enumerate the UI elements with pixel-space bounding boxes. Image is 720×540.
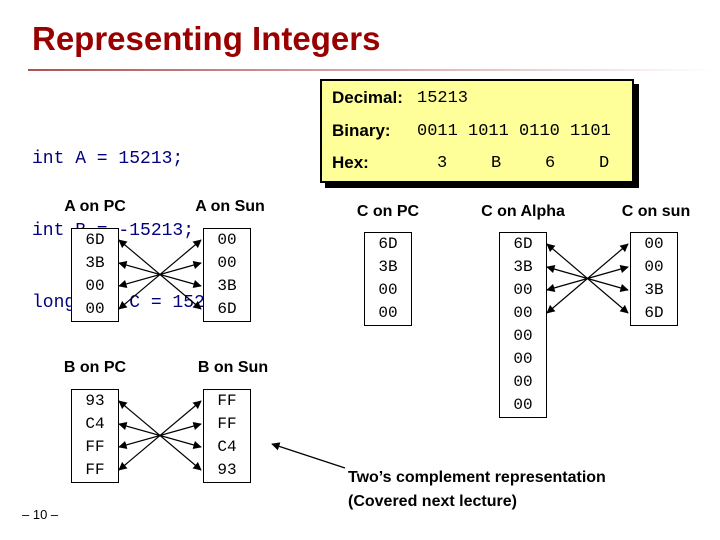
note-line: Two’s complement representation	[348, 469, 606, 486]
byte-cell: 00	[513, 396, 533, 414]
byte-cell: 00	[644, 235, 664, 253]
header-b-on-pc: B on PC	[63, 359, 127, 376]
byte-column-c-sun: 00 00 3B 6D	[630, 232, 678, 326]
twos-complement-note: Two’s complement representation (Covered…	[348, 466, 606, 514]
byte-cell: 6D	[85, 231, 105, 249]
byte-cell: 00	[513, 327, 533, 345]
byte-cell: 93	[85, 392, 105, 410]
header-a-on-sun: A on Sun	[195, 198, 265, 215]
byte-cell: FF	[217, 392, 237, 410]
byte-cell: 00	[513, 373, 533, 391]
arrow	[118, 239, 202, 310]
code-line-a: int A = 15213;	[32, 149, 184, 169]
byte-cell: 3B	[85, 254, 105, 272]
page-number: – 10 –	[22, 507, 59, 522]
header-c-on-pc: C on PC	[356, 203, 420, 220]
byte-cell: 3B	[378, 258, 398, 276]
value-summary-box: Decimal: 15213 Binary: 0011 1011 0110 11…	[320, 79, 634, 183]
byte-cell: 6D	[217, 300, 237, 318]
byte-cell: 3B	[513, 258, 533, 276]
byte-cell: 00	[644, 258, 664, 276]
byte-cell: C4	[217, 438, 237, 456]
hex-digit: B	[491, 154, 502, 173]
byte-cell: C4	[85, 415, 105, 433]
arrow	[546, 243, 629, 314]
byte-cell: 6D	[644, 304, 664, 322]
byte-cell: 00	[85, 300, 105, 318]
byte-column-a-pc: 6D 3B 00 00	[71, 228, 119, 322]
decimal-label: Decimal:	[332, 88, 403, 107]
byte-cell: 00	[217, 231, 237, 249]
byte-column-c-pc: 6D 3B 00 00	[364, 232, 412, 326]
header-c-on-sun: C on sun	[621, 203, 691, 220]
byte-cell: 3B	[644, 281, 664, 299]
header-b-on-sun: B on Sun	[197, 359, 269, 376]
byte-cell: 00	[513, 281, 533, 299]
byte-cell: FF	[217, 415, 237, 433]
decimal-value: 15213	[417, 89, 469, 108]
slide-title: Representing Integers	[32, 20, 381, 57]
byte-cell: 00	[378, 281, 398, 299]
byte-column-c-alpha: 6D 3B 00 00 00 00 00 00	[499, 232, 547, 418]
arrow	[118, 400, 202, 471]
byte-cell: 00	[217, 254, 237, 272]
hex-digit: D	[599, 154, 610, 173]
byte-cell: FF	[85, 461, 105, 479]
header-a-on-pc: A on PC	[64, 198, 126, 215]
hex-digit: 6	[545, 154, 556, 173]
byte-cell: FF	[85, 438, 105, 456]
byte-column-a-sun: 00 00 3B 6D	[203, 228, 251, 322]
byte-cell: 00	[513, 350, 533, 368]
hex-digit: 3	[437, 154, 448, 173]
header-c-on-alpha: C on Alpha	[481, 203, 565, 220]
byte-cell: 3B	[217, 277, 237, 295]
binary-label: Binary:	[332, 121, 391, 140]
hex-label: Hex:	[332, 153, 369, 172]
title-underline	[28, 69, 713, 71]
byte-column-b-sun: FF FF C4 93	[203, 389, 251, 483]
byte-cell: 00	[513, 304, 533, 322]
note-line: (Covered next lecture)	[348, 493, 517, 510]
byte-cell: 6D	[378, 235, 398, 253]
binary-value: 0011 1011 0110 1101	[417, 122, 611, 141]
byte-cell: 6D	[513, 235, 533, 253]
byte-cell: 00	[85, 277, 105, 295]
note-pointer-arrow	[271, 442, 346, 469]
byte-cell: 00	[378, 304, 398, 322]
byte-cell: 93	[217, 461, 237, 479]
